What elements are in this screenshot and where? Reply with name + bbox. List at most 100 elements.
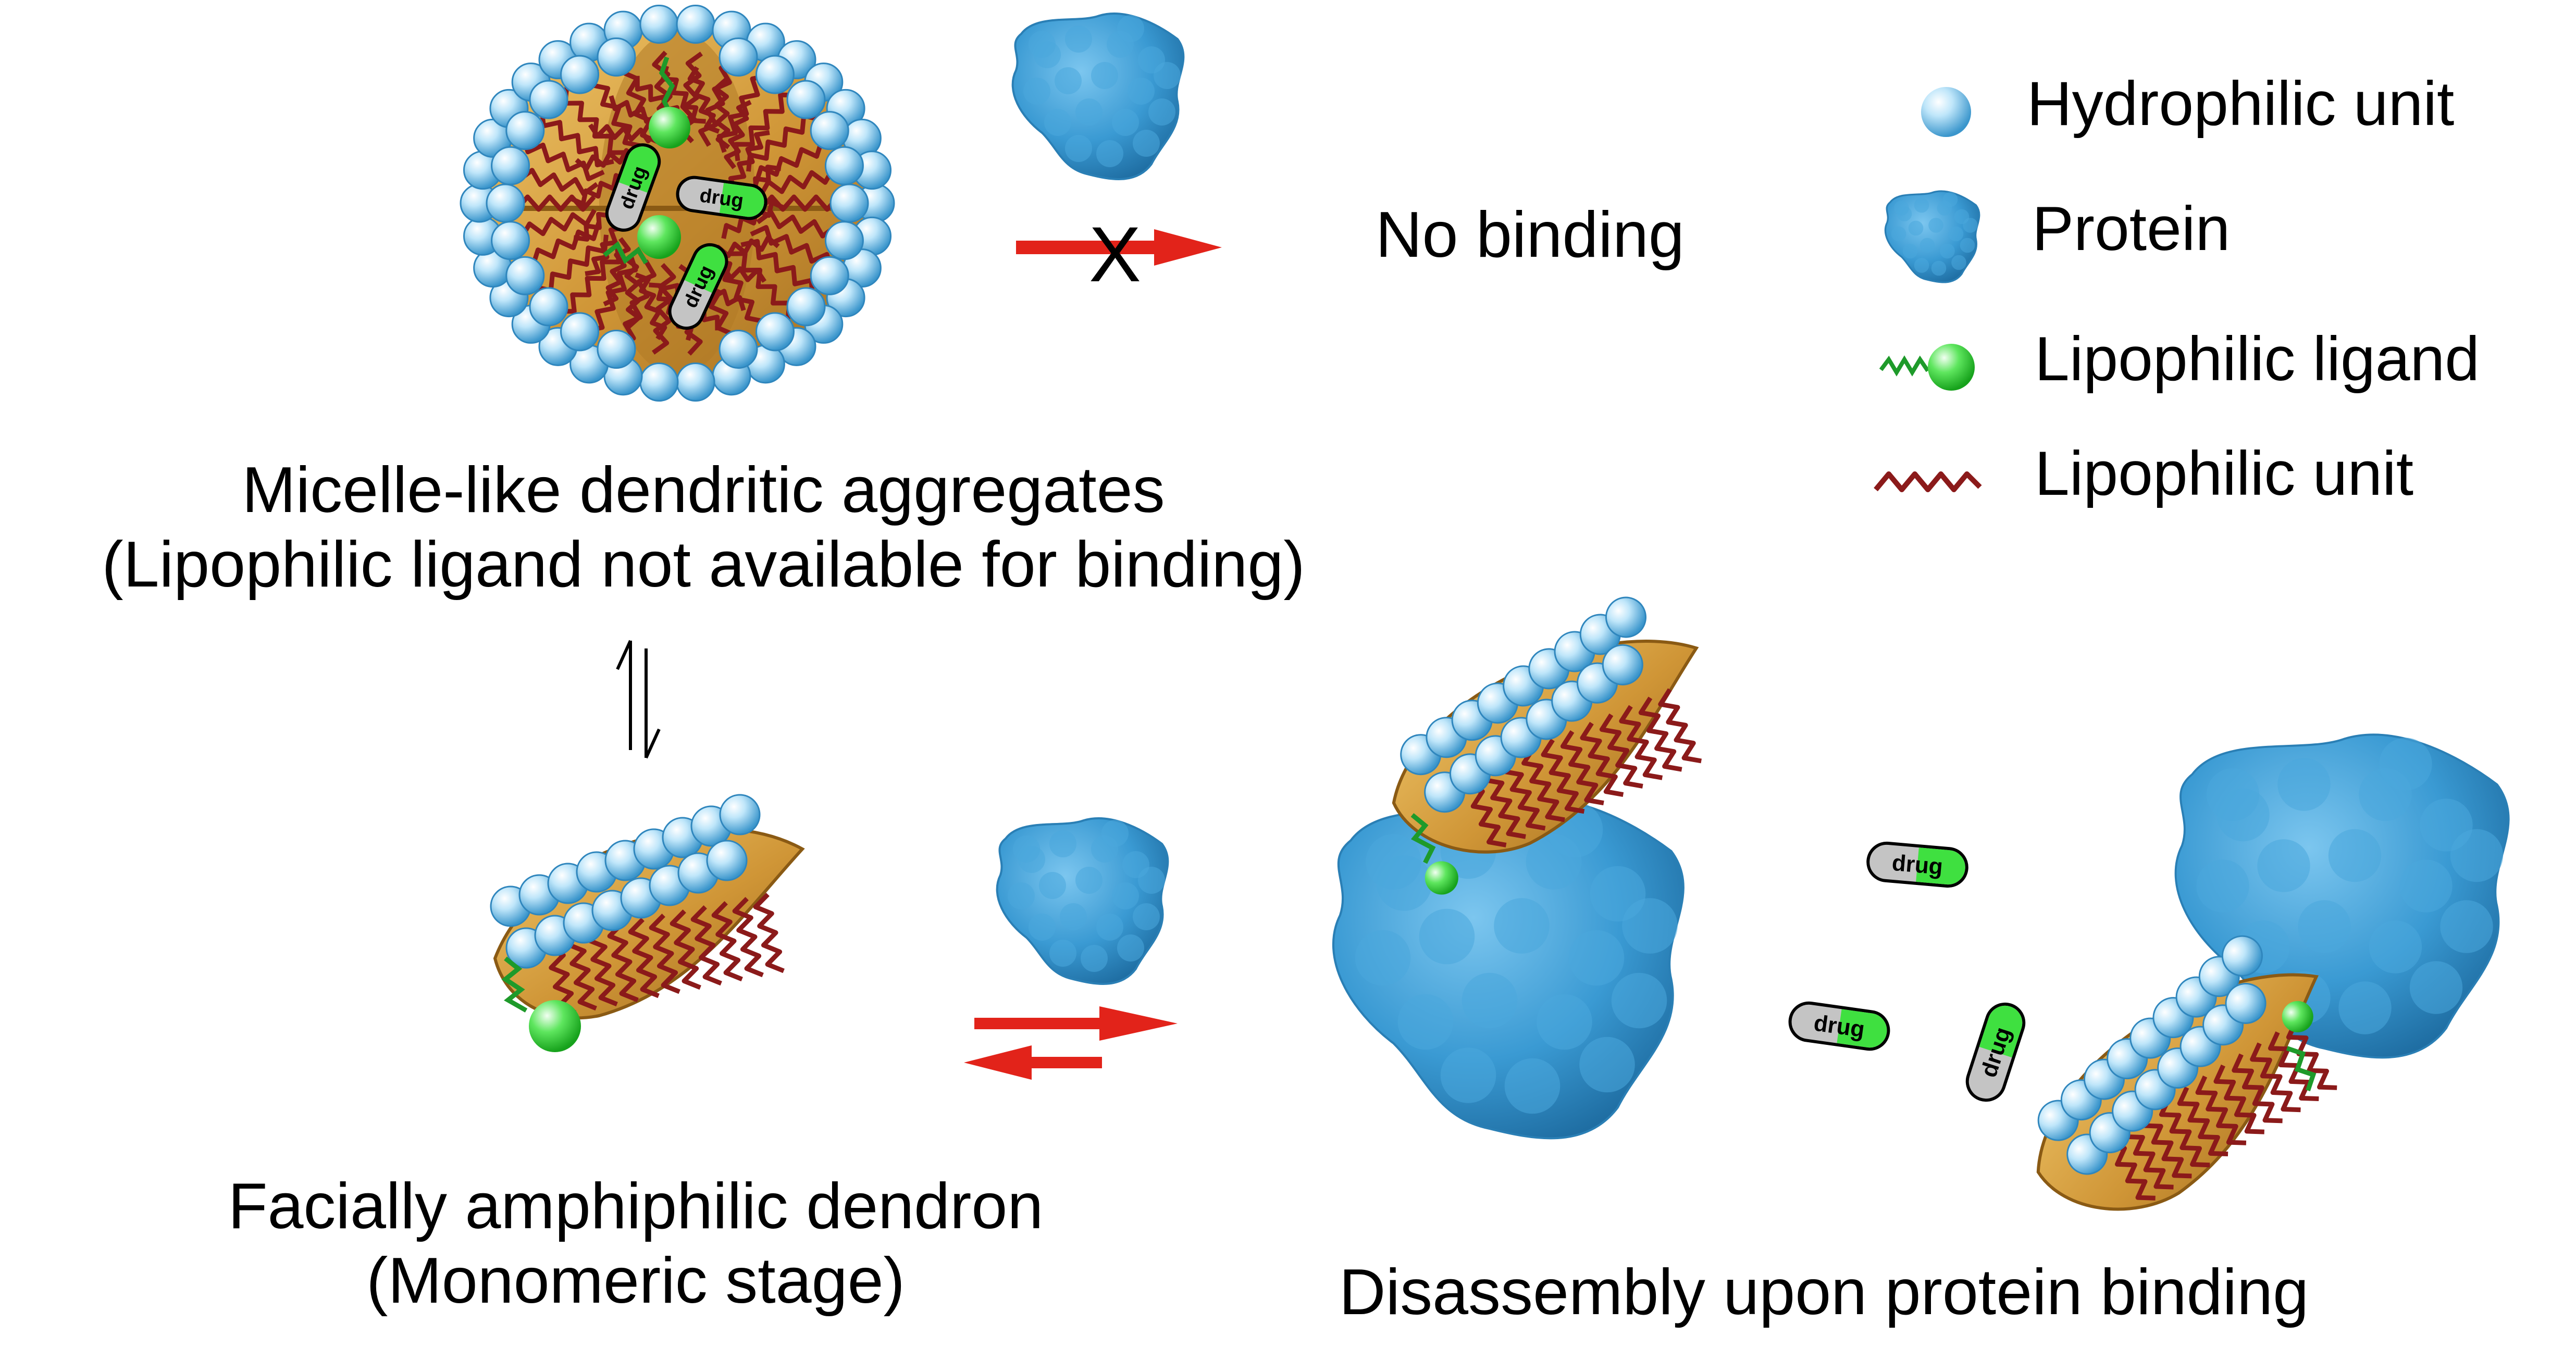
protein-surface-bump: [1117, 934, 1144, 962]
lipophilic-unit: [607, 922, 639, 1003]
lipophilic-unit: [1638, 696, 1682, 772]
lipophilic-unit: [2141, 1108, 2192, 1179]
hydrophilic-unit: [1605, 596, 1647, 638]
lipophilic-unit: [724, 99, 752, 169]
lipophilic-unit: [721, 200, 785, 239]
drug-capsule-released: drug: [1788, 1001, 1890, 1051]
protein-surface-bump: [1091, 62, 1118, 89]
protein-surface: [1023, 15, 1181, 167]
blocked-arrow: X: [1016, 210, 1222, 298]
lipophilic-unit: [733, 92, 797, 161]
protein-surface-bump: [2277, 758, 2331, 811]
hydrophilic-units: [1400, 596, 1647, 813]
protein-surface-bump: [1096, 914, 1123, 941]
protein-surface-bump: [1951, 255, 1966, 270]
drug-label: drug: [1891, 850, 1944, 880]
hydrophilic-unit: [491, 146, 530, 185]
protein-surface-bump: [1931, 260, 1947, 276]
protein-surface-bump: [1044, 109, 1071, 136]
lipophilic-unit: [753, 893, 785, 973]
monomer-caption-line2: (Monomeric stage): [366, 1244, 905, 1317]
lipophilic-unit: [603, 237, 631, 307]
protein-surface-bump: [1049, 940, 1076, 967]
hydrophilic-unit: [719, 330, 758, 369]
hydrophilic-unit: [824, 146, 864, 185]
dendron-bound-right: [2036, 935, 2337, 1211]
protein-surface-bump: [2369, 920, 2422, 973]
lipophilic-unit: [649, 914, 680, 994]
protein-surface-bump: [1148, 98, 1175, 126]
disassembly-caption: Disassembly upon protein binding: [1339, 1256, 2309, 1328]
drug-capsule-released: drug: [1965, 1002, 2026, 1102]
protein-surface-bump: [2196, 859, 2249, 913]
equilibrium-arrows-vertical: [616, 640, 661, 759]
hydrophilic-unit: [719, 37, 758, 77]
hydrophilic-unit: [2225, 982, 2267, 1024]
lipophilic-ligand-sphere: [1425, 861, 1458, 895]
lipophilic-unit: [2213, 1064, 2264, 1134]
protein-surface-bump: [1075, 98, 1103, 126]
legend-lipophilic-unit-label: Lipophilic unit: [2035, 439, 2414, 508]
protein-surface-bump: [1081, 945, 1108, 972]
hydrophilic-unit: [597, 37, 636, 77]
protein-surface-bump: [1568, 930, 1625, 986]
hydrophilic-unit: [755, 55, 795, 94]
lipophilic-unit: [1521, 747, 1565, 822]
blocked-mark: X: [1089, 210, 1141, 298]
lipophilic-unit: [558, 245, 622, 314]
lipophilic-unit: [2177, 1087, 2228, 1156]
protein-surface-bump: [1060, 903, 1087, 930]
lipophilic-unit: [728, 130, 770, 192]
hydrophilic-unit: [505, 256, 545, 295]
lipophilic-unit: [565, 930, 597, 1011]
protein-surface-bump: [1023, 78, 1050, 105]
micelle-caption-line2: (Lipophilic ligand not available for bin…: [102, 528, 1305, 601]
hydrophilic-unit: [2221, 935, 2263, 977]
dendron-monomer: [490, 794, 805, 1052]
protein-surface-bump: [1940, 243, 1955, 259]
protein-surface-bump: [1065, 26, 1092, 53]
protein-surface-bump: [2338, 981, 2392, 1034]
protein-surface-bump: [1008, 882, 1035, 909]
protein-bound-right: [2174, 733, 2510, 1059]
protein-surface-bump: [1948, 226, 1964, 242]
protein-surface-bump: [1101, 820, 1129, 847]
protein-surface-bump: [1133, 903, 1160, 930]
lipophilic-unit: [635, 272, 667, 340]
lipophilic-unit: [619, 56, 659, 144]
protein-surface-bump: [1579, 1037, 1635, 1093]
hydrophilic-unit: [676, 363, 715, 402]
protein-surface-bump: [1419, 908, 1475, 965]
lipophilic-unit: [2159, 1097, 2210, 1168]
lipophilic-unit: [1658, 688, 1702, 764]
lipophilic-unit: [690, 905, 722, 986]
protein-surface-bump: [1029, 914, 1056, 941]
hydrophilic-units: [2037, 935, 2267, 1175]
lipophilic-units: [1463, 688, 1702, 847]
lipophilic-unit: [1580, 721, 1624, 797]
hydrophilic-unit: [810, 111, 849, 151]
hydrophilic-unit: [786, 80, 826, 119]
protein-surface-bump: [1919, 238, 1935, 253]
lipophilic-unit: [534, 234, 609, 293]
lipophilic-ligand-linker: [1410, 813, 1436, 864]
protein-surface-bump: [2298, 900, 2351, 953]
protein-surface-bump: [1065, 135, 1092, 162]
lipophilic-ligand-sphere: [2282, 1001, 2313, 1032]
lipophilic-unit: [1599, 713, 1643, 789]
lipophilic-units: [2104, 1020, 2337, 1201]
hydrophilic-unit: [1602, 644, 1643, 685]
hydrophilic-unit: [560, 312, 600, 352]
lipophilic-unit: [1482, 764, 1526, 839]
lipophilic-ligand-sphere: [529, 1000, 581, 1052]
lipophilic-unit: [563, 86, 626, 155]
hydrophilic-unit: [639, 363, 679, 402]
protein-surface-bump: [1049, 830, 1076, 857]
lipophilic-unit: [687, 66, 720, 134]
no-binding-caption: No binding: [1376, 199, 1685, 271]
micelle-caption-line1: Micelle-like dendritic aggregates: [242, 454, 1165, 526]
protein-surface-bump: [1117, 15, 1144, 42]
lipophilic-unit: [1541, 739, 1585, 814]
hydrophilic-unit: [505, 111, 545, 151]
